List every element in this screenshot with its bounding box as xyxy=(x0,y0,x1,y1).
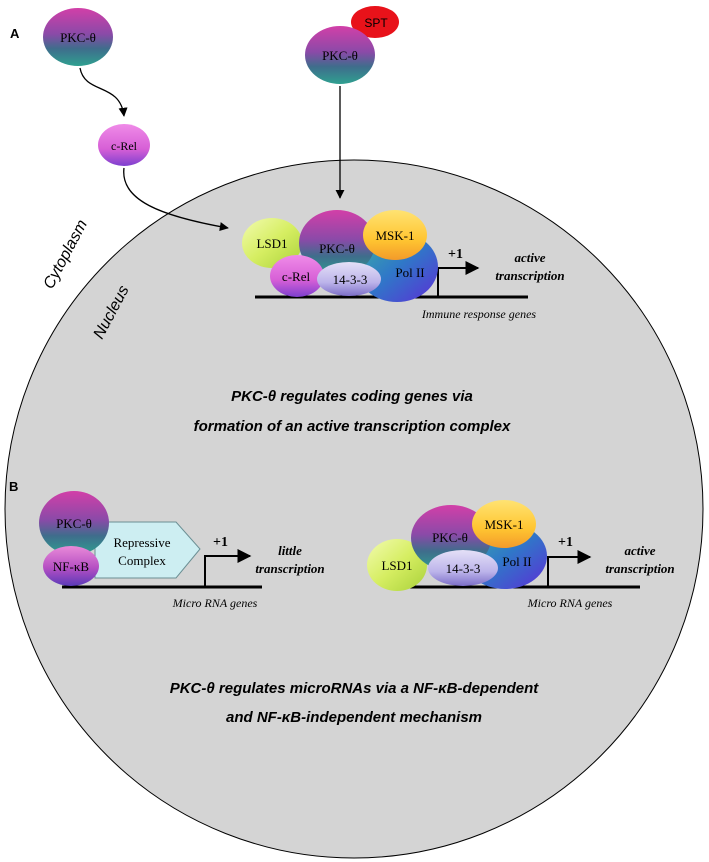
micro-genes-label-left: Micro RNA genes xyxy=(172,596,258,610)
msk1-label-b: MSK-1 xyxy=(484,517,523,532)
plus-one-label-a: +1 xyxy=(448,247,463,262)
caption-a-line1: PKC-θ regulates coding genes via xyxy=(231,388,473,405)
lsd1-protein-b xyxy=(367,539,427,591)
plus-one-label-b-left: +1 xyxy=(213,535,228,550)
polii-label-b: Pol II xyxy=(502,554,531,569)
msk1-label-a: MSK-1 xyxy=(375,228,414,243)
crel-protein-complex-a xyxy=(270,255,324,297)
nfkb-label-b-left: NF-κB xyxy=(53,559,89,574)
crel-label-complex-a: c-Rel xyxy=(282,269,311,284)
nucleus-circle xyxy=(4,159,704,859)
lsd1-label-b: LSD1 xyxy=(381,558,412,573)
tss-arrow-b-left xyxy=(204,549,252,587)
active-label-a-line1: active xyxy=(514,250,545,265)
pkc-label-right: PKC-θ xyxy=(322,48,358,63)
plus-one-label-b-right: +1 xyxy=(558,535,573,550)
active-label-a-line2: transcription xyxy=(495,268,564,283)
pkc-protein-b-left xyxy=(39,491,109,555)
tss-arrow-a xyxy=(437,261,480,297)
fourteen33-protein-b xyxy=(428,550,498,586)
pkc-protein-left xyxy=(43,8,113,66)
nfkb-protein-b-left xyxy=(43,546,99,586)
msk1-protein-a xyxy=(363,210,427,260)
little-label-line2: transcription xyxy=(255,561,324,576)
arrow-crel-to-nucleus xyxy=(123,167,229,232)
fourteen33-label-a: 14-3-3 xyxy=(333,272,368,287)
lsd1-label-a: LSD1 xyxy=(256,236,287,251)
pkc-protein-right xyxy=(305,26,375,84)
crel-label-cytoplasm: c-Rel xyxy=(111,139,138,153)
caption-b-line2: and NF-κB-independent mechanism xyxy=(226,709,482,726)
pkc-label-complex-a: PKC-θ xyxy=(319,241,355,256)
repressive-label-line1: Repressive xyxy=(113,535,170,550)
caption-b-line1: PKC-θ regulates microRNAs via a NF-κB-de… xyxy=(170,680,540,697)
arrow-pkc-to-crel xyxy=(79,67,128,117)
pkc-label-complex-b: PKC-θ xyxy=(432,530,468,545)
pkc-label-b-left: PKC-θ xyxy=(56,516,92,531)
tss-arrow-b-right xyxy=(547,550,592,587)
pkc-protein-complex-a xyxy=(299,210,375,276)
lsd1-protein-a xyxy=(242,218,302,268)
micro-genes-label-right: Micro RNA genes xyxy=(527,596,613,610)
active-label-b-line1: active xyxy=(624,543,655,558)
caption-a-line2: formation of an active transcription com… xyxy=(194,418,511,435)
crel-protein-cytoplasm xyxy=(98,124,150,166)
immune-genes-label: Immune response genes xyxy=(421,307,537,321)
active-label-b-line2: transcription xyxy=(605,561,674,576)
panel-label-a: A xyxy=(10,26,20,41)
polii-label-a: Pol II xyxy=(395,265,424,280)
fourteen33-label-b: 14-3-3 xyxy=(446,561,481,576)
repressive-label-line2: Complex xyxy=(118,553,166,568)
fourteen33-protein-a xyxy=(317,262,381,296)
msk1-protein-b xyxy=(472,500,536,548)
pkc-label-left: PKC-θ xyxy=(60,30,96,45)
little-label-line1: little xyxy=(278,543,302,558)
spt-protein xyxy=(351,6,399,38)
panel-label-b: B xyxy=(9,479,18,494)
spt-label: SPT xyxy=(364,16,388,30)
cytoplasm-label: Cytoplasm xyxy=(41,217,91,292)
